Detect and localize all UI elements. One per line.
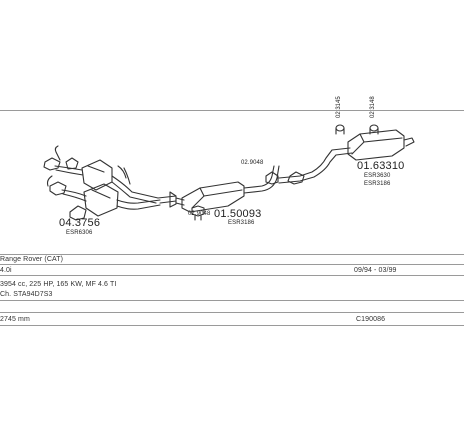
rubber-hanger-a [335, 124, 345, 135]
info-divider-6 [0, 325, 464, 326]
top-divider [0, 110, 464, 111]
rear-pipe [278, 147, 353, 184]
flange-fitting-left [191, 205, 205, 221]
flange-fitting-mid-number: 02.9048 [241, 160, 264, 166]
rear-silencer-part-number: 01.63310 [357, 160, 405, 172]
middle-silencer [175, 165, 280, 213]
hanger-b-number: 02.3148 [370, 96, 376, 118]
catalog-number: C190086 [356, 316, 386, 323]
catalytic-converter-assembly [43, 145, 161, 221]
rubber-hanger-b [369, 124, 379, 135]
rear-silencer-ref-1: ESR3630 [364, 173, 391, 179]
info-divider-1 [0, 254, 464, 255]
middle-silencer-ref: ESR3186 [228, 220, 255, 226]
rear-silencer-ref-2: ESR3186 [364, 181, 391, 187]
vehicle-model: Range Rover (CAT) [0, 256, 64, 263]
production-period: 09/94 - 03/99 [354, 267, 397, 274]
flange-fitting-mid [265, 171, 279, 185]
info-divider-2 [0, 264, 464, 265]
info-divider-5 [0, 312, 464, 313]
middle-silencer-part-number: 01.50093 [214, 208, 262, 220]
engine-spec: 3954 cc, 225 HP, 165 KW, MF 4.6 TI [0, 281, 117, 288]
info-divider-3 [0, 275, 464, 276]
info-divider-4 [0, 300, 464, 301]
intermediate-pipe [157, 191, 177, 208]
catalytic-converter-ref: ESR6306 [66, 230, 93, 236]
rear-silencer [347, 129, 415, 161]
engine-variant: 4.0i [0, 267, 12, 274]
hanger-a-number: 02.3145 [336, 96, 342, 118]
catalytic-converter-part-number: 04.3756 [59, 217, 101, 229]
pipe-clamp [287, 171, 305, 185]
system-length: 2745 mm [0, 316, 30, 323]
chassis-code: Ch. STA94D7S3 [0, 291, 53, 298]
flange-fitting-left-number: 02.9048 [188, 211, 211, 217]
